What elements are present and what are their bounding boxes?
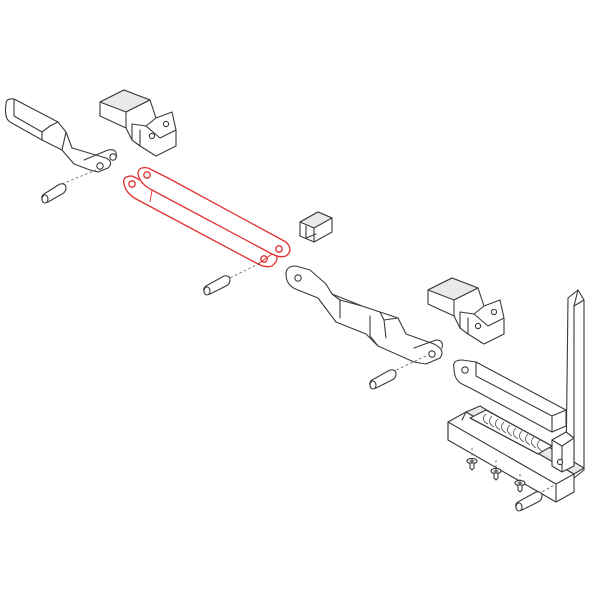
hinge-pin-1[interactable]: [41, 169, 97, 204]
mounting-screw-3[interactable]: [514, 479, 526, 493]
hinge-base-assembly[interactable]: [447, 289, 585, 503]
hinge-pin-4[interactable]: [515, 481, 561, 512]
mounting-screw-1[interactable]: [466, 457, 478, 471]
mounting-screw-2[interactable]: [490, 467, 502, 481]
hinge-pin-3[interactable]: [369, 355, 427, 390]
spring-clip[interactable]: [299, 211, 333, 243]
upper-hinge-arm[interactable]: [4, 98, 117, 173]
middle-hinge-arm[interactable]: [285, 265, 443, 365]
hinge-pin-2[interactable]: [203, 261, 263, 296]
linkage-bar-pair[interactable]: [123, 166, 291, 268]
upper-hinge-bracket[interactable]: [99, 89, 177, 157]
lower-hinge-bracket[interactable]: [427, 277, 505, 345]
